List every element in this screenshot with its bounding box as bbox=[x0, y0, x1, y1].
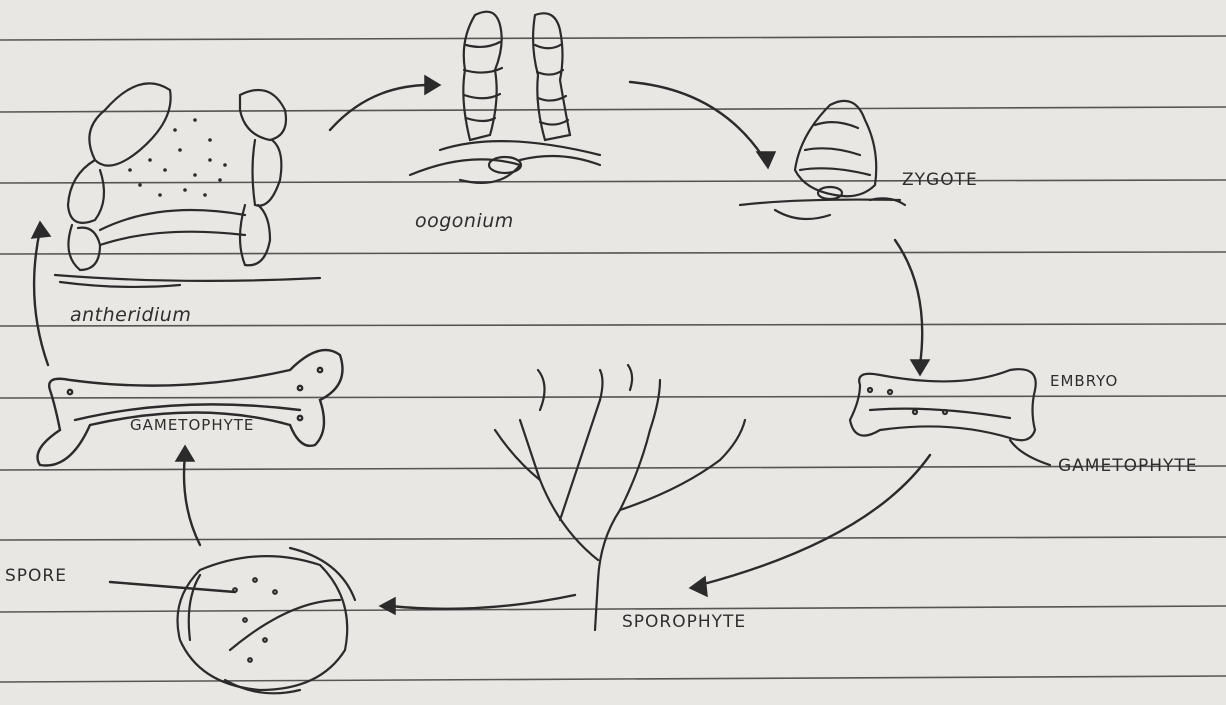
gametophyte-small-label: GAMETOPHYTE bbox=[1058, 456, 1198, 476]
sporophyte-label: SPOROPHYTE bbox=[622, 612, 746, 632]
sporophyte-drawing bbox=[495, 365, 745, 630]
ruled-lines bbox=[0, 36, 1226, 682]
antheridium-drawing bbox=[55, 83, 320, 287]
oogonium-label: oogonium bbox=[415, 210, 514, 232]
zygote-label: ZYGOTE bbox=[902, 170, 978, 190]
arrowheads bbox=[32, 76, 929, 614]
embryo-drawing bbox=[850, 369, 1050, 465]
antheridium-label: antheridium bbox=[70, 304, 191, 326]
spore-drawing bbox=[178, 548, 356, 693]
embryo-label: EMBRYO bbox=[1050, 372, 1118, 390]
antheridium-spots bbox=[128, 118, 227, 197]
spore-label: SPORE bbox=[5, 566, 67, 586]
gametophyte-label: GAMETOPHYTE bbox=[130, 416, 254, 434]
gametophyte-drawing bbox=[38, 350, 343, 466]
